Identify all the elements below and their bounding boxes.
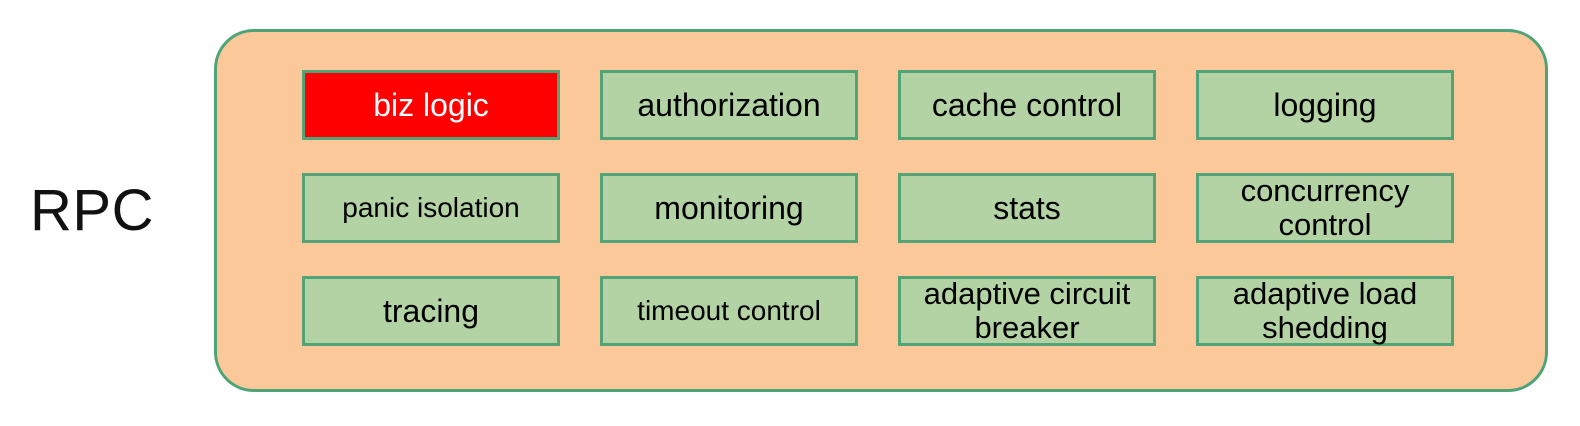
middleware-box[interactable]: adaptive circuit breaker [898,276,1156,346]
middleware-box[interactable]: panic isolation [302,173,560,243]
middleware-box[interactable]: tracing [302,276,560,346]
middleware-box[interactable]: cache control [898,70,1156,140]
middleware-box[interactable]: authorization [600,70,858,140]
middleware-box[interactable]: stats [898,173,1156,243]
middleware-grid: biz logic authorization cache control loggi… [302,70,1464,346]
middleware-box[interactable]: monitoring [600,173,858,243]
rpc-middleware-container: biz logic authorization cache control loggi… [214,29,1548,392]
middleware-box[interactable]: logging [1196,70,1454,140]
middleware-box[interactable]: timeout control [600,276,858,346]
middleware-box[interactable]: adaptive load shedding [1196,276,1454,346]
middleware-box[interactable]: concurrency control [1196,173,1454,243]
rpc-label: RPC [30,178,154,243]
middleware-box[interactable]: biz logic [302,70,560,140]
